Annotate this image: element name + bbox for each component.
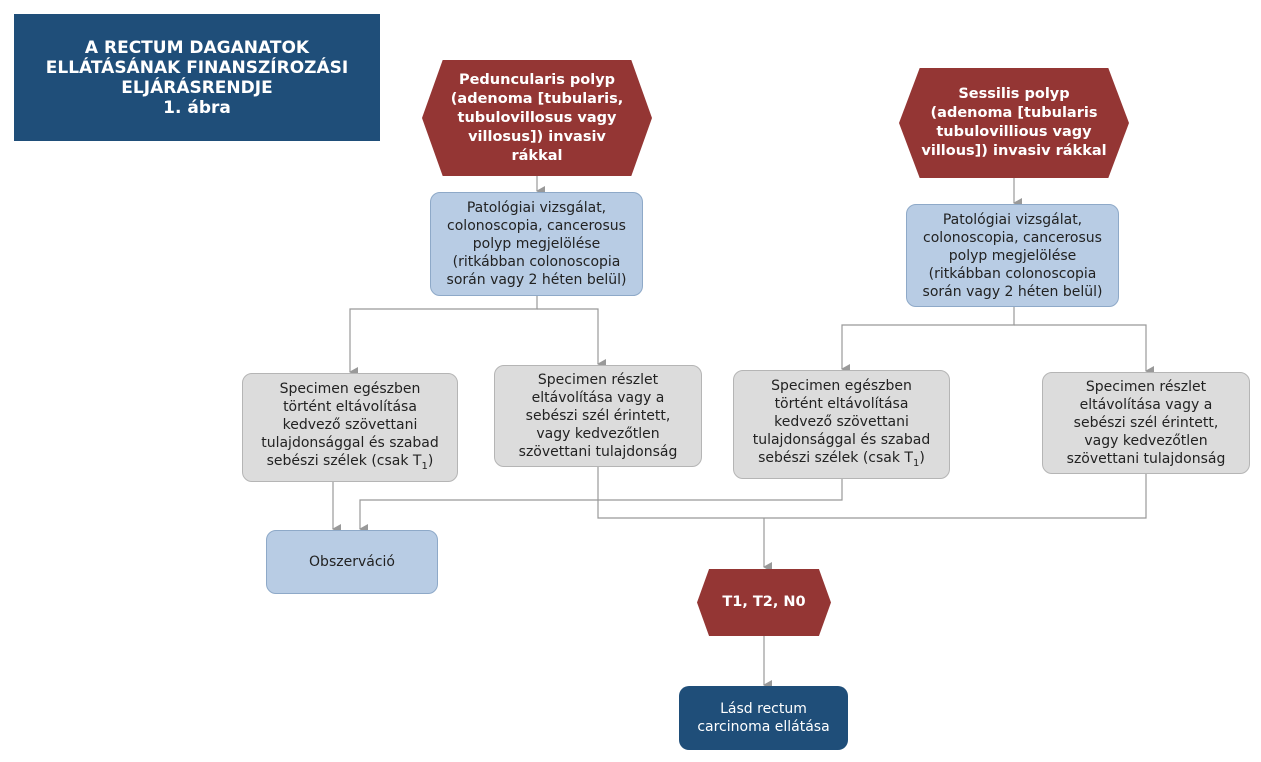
node-right-pathology: Patológiai vizsgálat, colonoscopia, canc… bbox=[906, 204, 1119, 307]
diagram-title: A RECTUM DAGANATOK ELLÁTÁSÁNAK FINANSZÍR… bbox=[14, 14, 380, 141]
node-right-unfavorable-specimen: Specimen részlet eltávolítása vagy a seb… bbox=[1042, 372, 1250, 474]
arrow-right-favorable-to-observation bbox=[359, 479, 843, 534]
node-rectum-carcinoma-care: Lásd rectum carcinoma ellátása bbox=[679, 686, 848, 750]
node-sessilis-polyp: Sessilis polyp (adenoma [tubularis tubul… bbox=[899, 68, 1129, 178]
node-left-pathology: Patológiai vizsgálat, colonoscopia, canc… bbox=[430, 192, 643, 296]
arrow-left-pathology-to-favorable bbox=[349, 296, 538, 377]
arrow-left-pathology-to-unfavorable bbox=[537, 308, 606, 369]
arrow-right-pathology-to-unfavorable bbox=[1014, 324, 1154, 376]
node-staging-t1-t2-n0: T1, T2, N0 bbox=[697, 569, 831, 636]
arrow-unfavorable-to-staging bbox=[597, 467, 1147, 519]
arrow-right-pathology-to-favorable bbox=[841, 307, 1015, 374]
node-right-favorable-specimen: Specimen egészben történt eltávolítása k… bbox=[733, 370, 950, 479]
node-left-favorable-specimen: Specimen egészben történt eltávolítása k… bbox=[242, 373, 458, 482]
node-peduncularis-polyp: Peduncularis polyp (adenoma [tubularis, … bbox=[422, 60, 652, 176]
node-left-unfavorable-specimen: Specimen részlet eltávolítása vagy a seb… bbox=[494, 365, 702, 467]
node-observation: Obszerváció bbox=[266, 530, 438, 594]
